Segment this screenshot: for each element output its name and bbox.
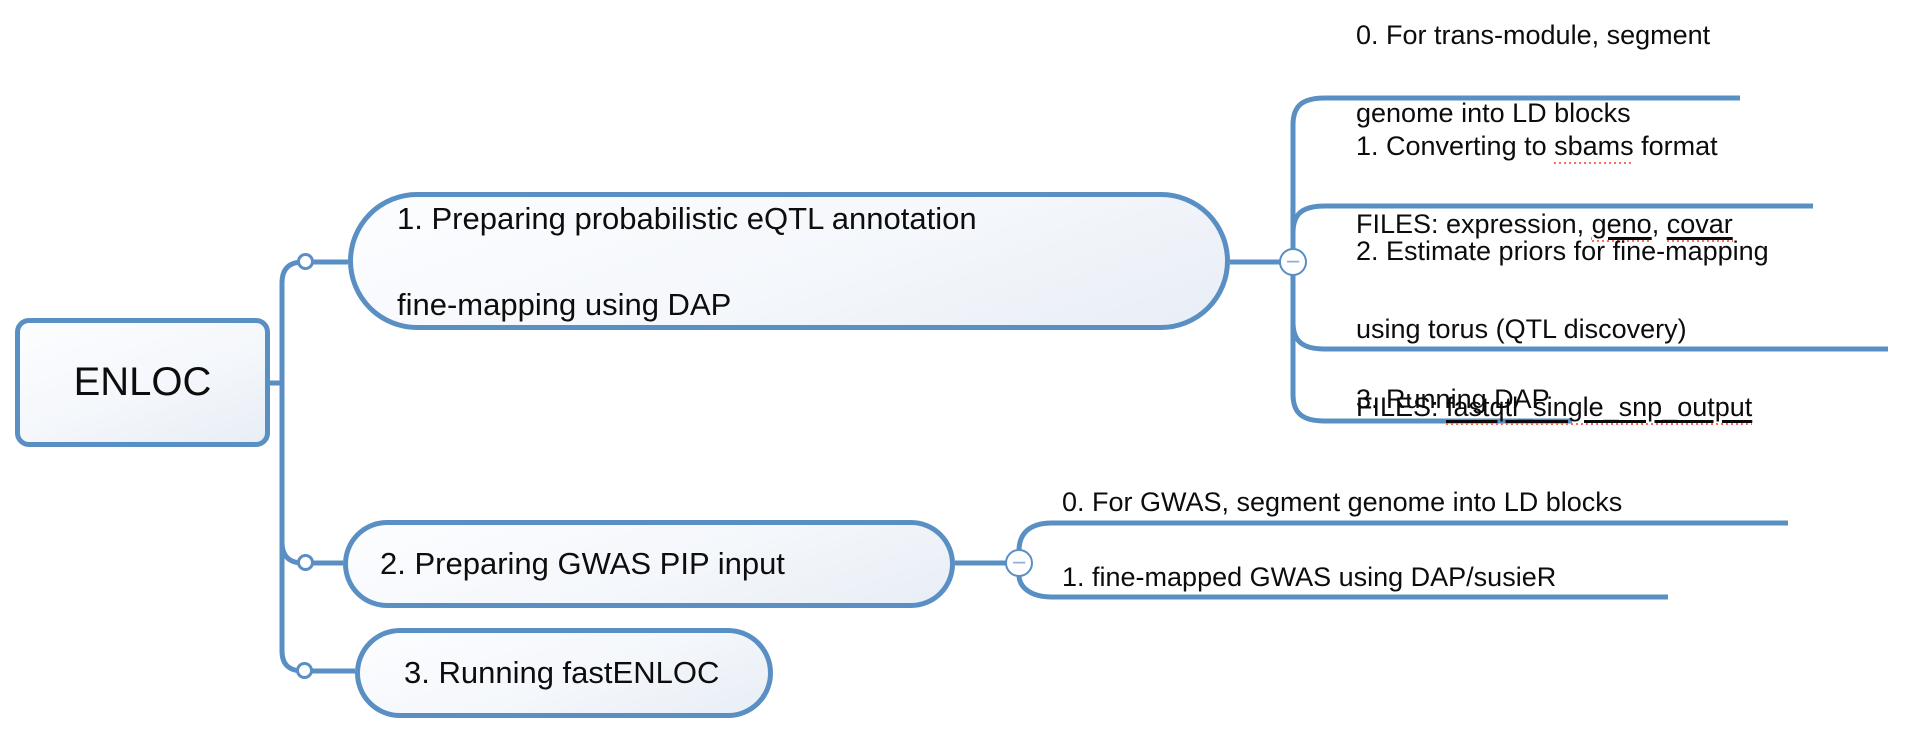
branch-node-2-label: 2. Preparing GWAS PIP input [380, 546, 785, 581]
minus-icon: − [1285, 248, 1301, 276]
child-topic-running-dap[interactable]: 3. Running DAP [1356, 384, 1550, 414]
branch3-line [279, 650, 355, 674]
file-ref-covar: covar [1666, 209, 1733, 242]
branch-node-1[interactable]: 1. Preparing probabilistic eQTL annotati… [348, 192, 1230, 330]
minus-icon: − [1011, 549, 1027, 577]
child-topic-finemapped-gwas[interactable]: 1. fine-mapped GWAS using DAP/susieR [1062, 562, 1557, 592]
child-topic-estimate-priors[interactable]: 2. Estimate priors for fine-mapping usin… [1356, 232, 1769, 427]
branch-node-3-label: 3. Running fastENLOC [404, 655, 720, 690]
child-topic-trans-module[interactable]: 0. For trans-module, segment genome into… [1356, 20, 1711, 128]
branch-node-1-label: 1. Preparing probabilistic eQTL annotati… [397, 200, 977, 322]
child-topic-converting-sbams[interactable]: 1. Converting to sbams format FILES: exp… [1356, 127, 1733, 244]
child-topic-gwas-ld-blocks[interactable]: 0. For GWAS, segment genome into LD bloc… [1062, 487, 1623, 517]
branch1-child3-line [1290, 262, 1572, 424]
branch1-line [279, 259, 348, 284]
file-ref-geno: geno [1591, 209, 1652, 242]
branch1-child1-line [1290, 203, 1813, 262]
misspelled-word: sbams [1554, 131, 1634, 164]
trunk-lines [270, 259, 355, 674]
collapse-button-branch1[interactable]: − [1279, 248, 1307, 276]
branch2-child0-line [1016, 520, 1788, 563]
branch-node-2[interactable]: 2. Preparing GWAS PIP input [343, 520, 955, 608]
branch-node-3[interactable]: 3. Running fastENLOC [355, 628, 773, 718]
branch3-joint-dot [296, 662, 313, 679]
branch2-joint-dot [297, 554, 314, 571]
collapse-button-branch2[interactable]: − [1005, 549, 1033, 577]
branch1-child0-line [1290, 95, 1740, 262]
root-node[interactable]: ENLOC [15, 318, 270, 447]
file-ref-fastqtl-output: fastqtl_single_snp_output [1446, 392, 1753, 425]
branch1-joint-dot [297, 253, 314, 270]
root-node-label: ENLOC [73, 360, 212, 404]
branch1-child-lines [1230, 95, 1888, 424]
